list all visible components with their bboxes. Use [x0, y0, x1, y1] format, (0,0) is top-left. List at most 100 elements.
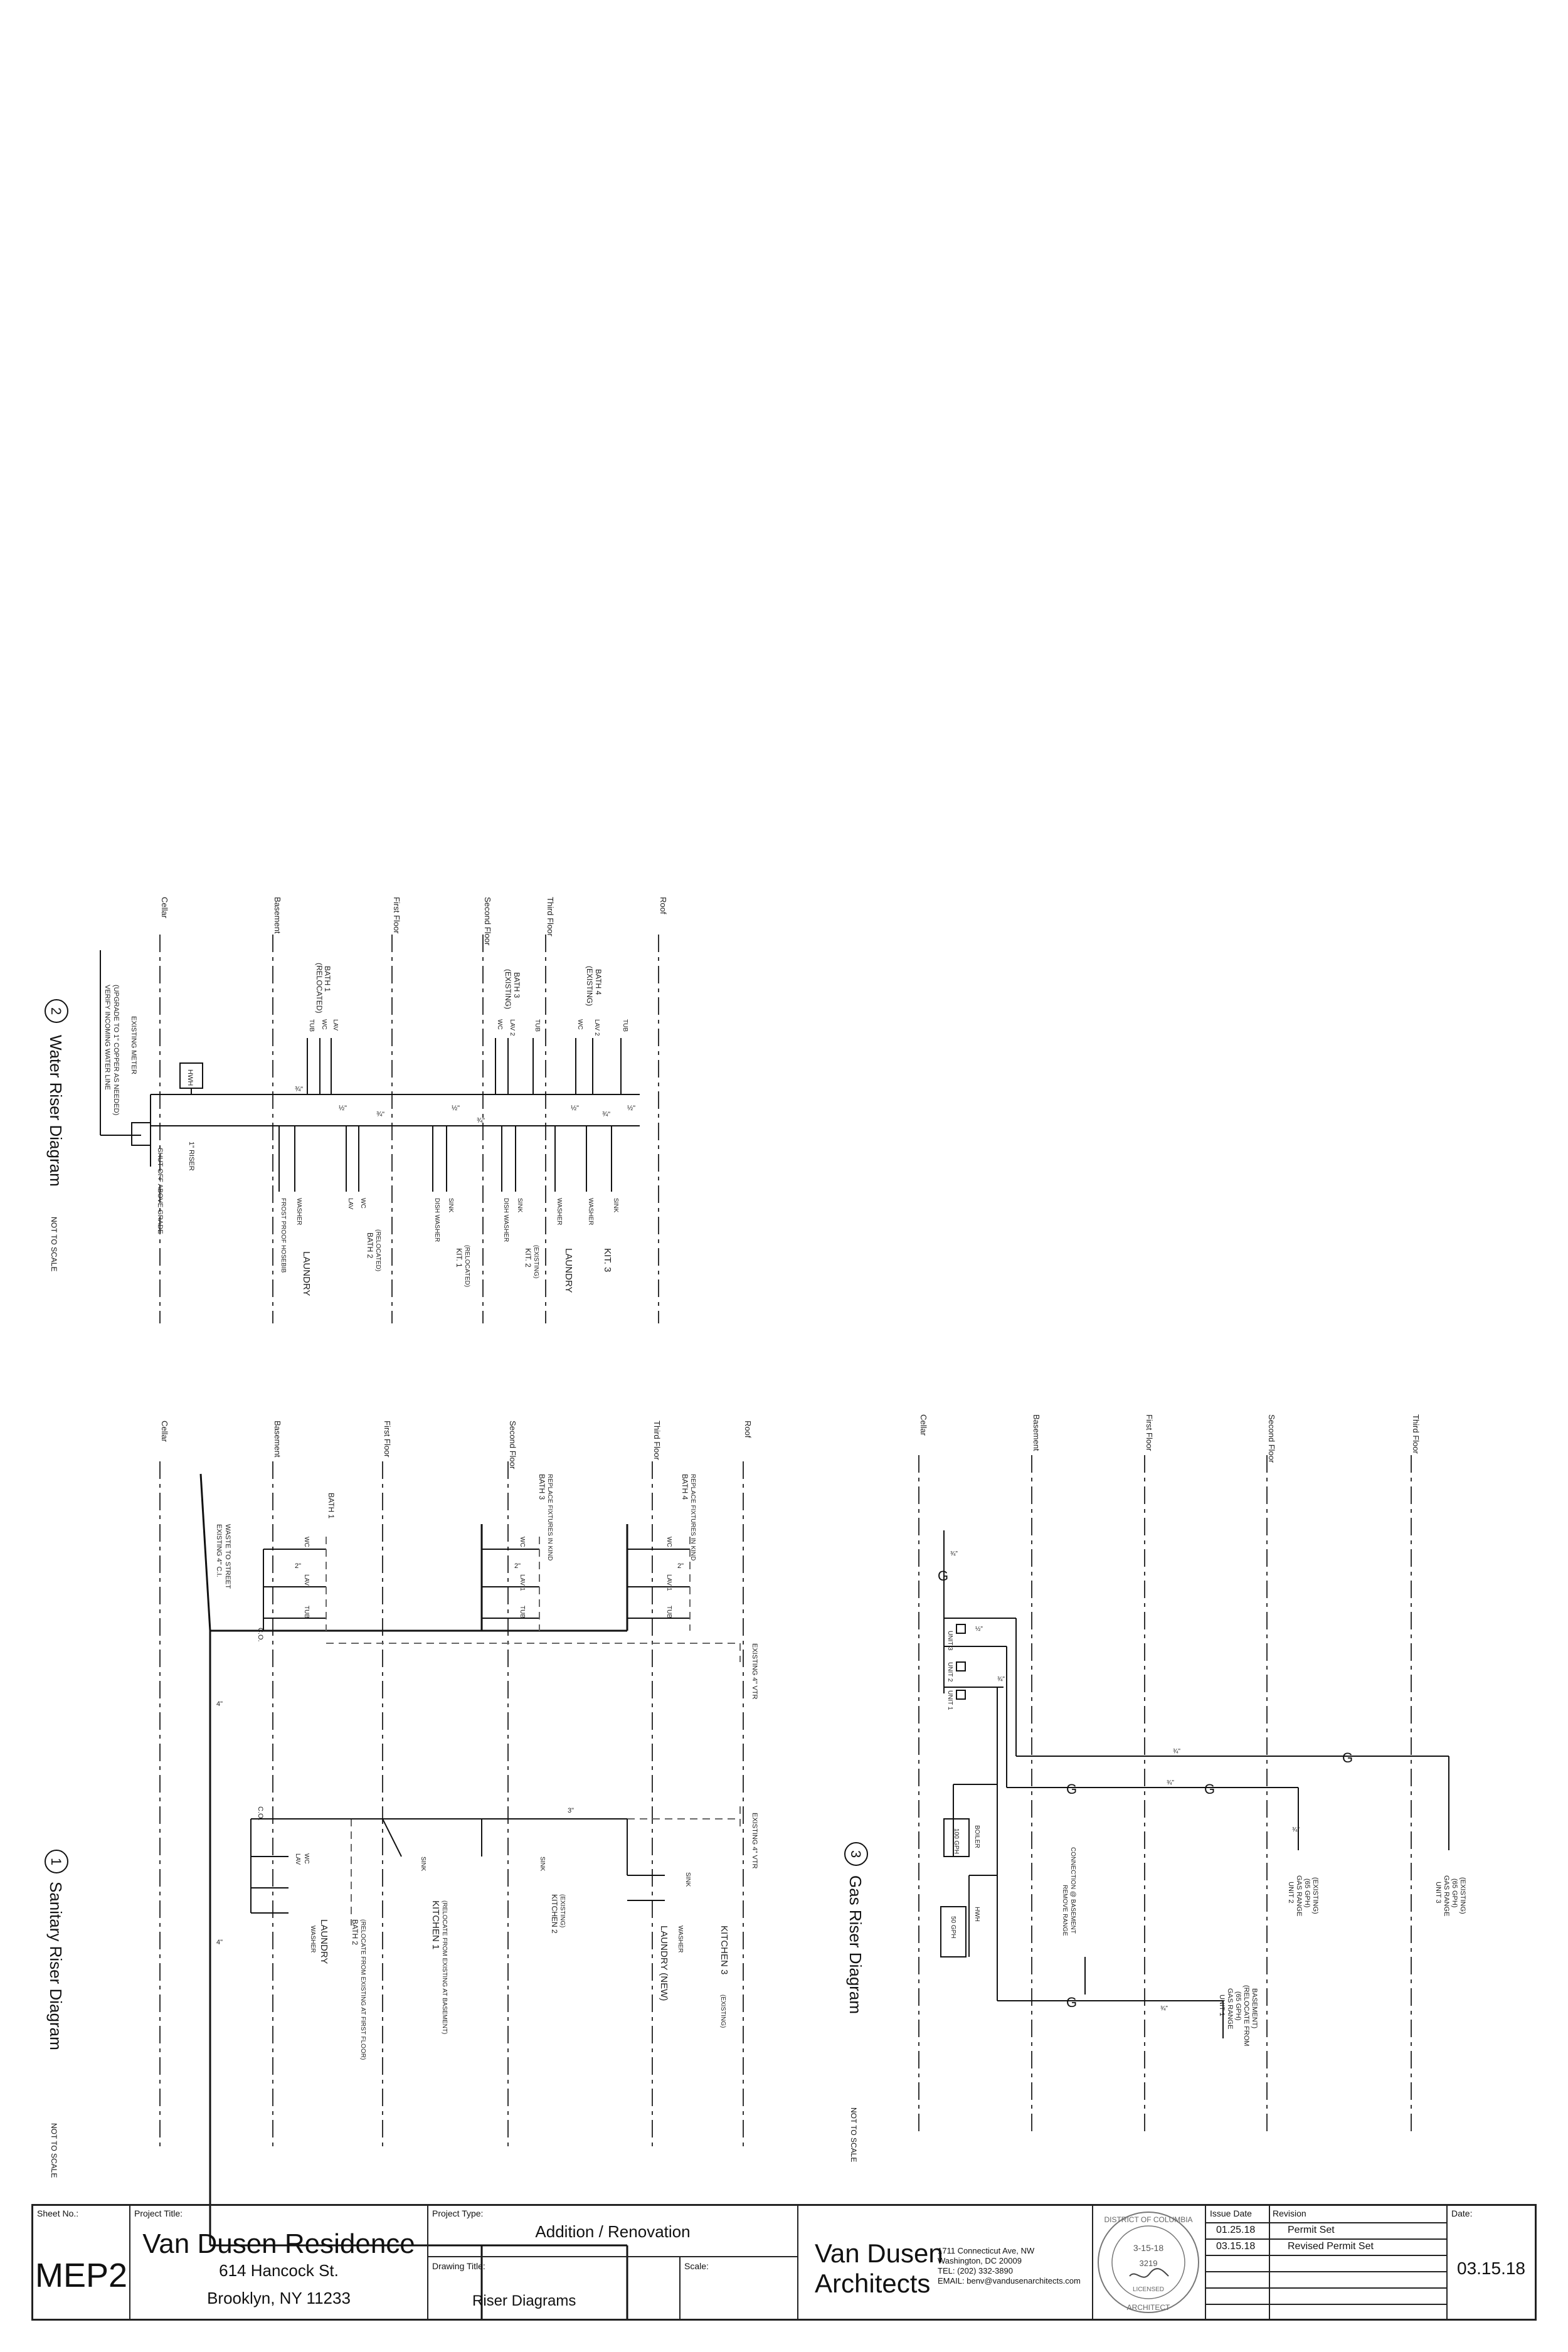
- sanitary-vtr-label: EXISTING 4" VTR: [751, 1813, 758, 1869]
- gas-floor-lines: [918, 1455, 1412, 2132]
- water-fixture: TUB: [308, 1019, 315, 1032]
- gas-meter-label: UNIT 3: [946, 1631, 953, 1651]
- sanitary-floor-label: Second Floor: [508, 1421, 517, 1470]
- water-right-groups: FROST PROOF HOSEBIB WASHER LAUNDRY LAV W…: [280, 1198, 619, 1296]
- sanitary-size-label: 2": [295, 1562, 301, 1570]
- firm-address-line: TEL: (202) 332-3890: [938, 2266, 1013, 2275]
- water-fixture: LAV: [332, 1019, 339, 1030]
- revision-name: Revised Permit Set: [1288, 2241, 1374, 2252]
- water-fixture: SINK: [447, 1198, 454, 1213]
- water-size-labels: ¾" ½" ¾" ½" ¾" ½" ¾" ½": [295, 1086, 635, 1125]
- gas-size-label: ½": [975, 1626, 983, 1633]
- water-group-name: BATH 4: [594, 969, 603, 995]
- sanitary-group-name: BATH 2: [351, 1919, 359, 1945]
- gas-connection-note: CONNECTION @ BASEMENT: [1069, 1847, 1076, 1934]
- sanitary-waste-note: WASTE TO STREET: [224, 1524, 231, 1589]
- sanitary-group-note: (EXISTING): [719, 1994, 726, 2028]
- water-fixture: LAV 2: [509, 1019, 516, 1036]
- sanitary-fixture: WC: [303, 1853, 310, 1864]
- gas-piping: [940, 1530, 1449, 2038]
- sanitary-fixture: LAV: [303, 1574, 310, 1586]
- water-group-name: BATH 2: [366, 1232, 374, 1258]
- sanitary-group-name: BATH 3: [538, 1474, 546, 1500]
- firm-address: 1711 Connecticut Ave, NW Washington, DC …: [938, 2246, 1081, 2286]
- project-title-label: Project Title:: [134, 2208, 183, 2218]
- firm-cell: Van Dusen Architects 1711 Connecticut Av…: [798, 2206, 1093, 2319]
- gas-floor-label: Cellar: [919, 1414, 928, 1436]
- water-hwh-label: HWH: [186, 1069, 194, 1086]
- water-fixture: DISH WASHER: [502, 1198, 509, 1242]
- water-group-name: KIT. 3: [602, 1248, 613, 1272]
- water-size-label: ¾": [376, 1111, 384, 1118]
- water-fixture: WC: [359, 1198, 366, 1209]
- divider: [1206, 2287, 1446, 2289]
- water-group-name: LAUNDRY: [563, 1248, 574, 1293]
- sanitary-scale-note: NOT TO SCALE: [50, 2123, 58, 2178]
- gas-size-labels: ¾" ½" ¾" ¾" ¾" ¾" ¾": [950, 1550, 1300, 2012]
- water-group-note: (EXISTING): [504, 969, 512, 1009]
- water-fixture: DISH WASHER: [433, 1198, 440, 1242]
- gas-range-labels: UNIT 3 GAS RANGE (65 GPH) (EXISTING) UNI…: [1218, 1875, 1466, 2047]
- water-riser-diagram: Cellar Basement First Floor Second Floor…: [45, 897, 668, 1323]
- gas-size-label: ¾": [1173, 1748, 1180, 1755]
- sanitary-size-label: 2": [514, 1562, 521, 1570]
- gas-range-line: (65 GPH): [1303, 1878, 1311, 1907]
- gas-size-label: ¾": [1167, 1779, 1174, 1786]
- sanitary-fixture: SINK: [420, 1857, 426, 1872]
- gas-g-marker: G: [1204, 1781, 1215, 1797]
- sanitary-title-block: 1 Sanitary Riser Diagram NOT TO SCALE: [45, 1850, 68, 2178]
- gas-range-line: (65 GPH): [1451, 1878, 1458, 1907]
- sanitary-group-name: BATH 4: [681, 1474, 689, 1500]
- water-floor-label: Roof: [659, 897, 668, 914]
- sanitary-waste-piping: [199, 1473, 628, 2321]
- sanitary-group-note: (RELOCATE FROM EXISTING AT FIRST FLOOR): [359, 1919, 366, 2060]
- date-cell: Date: 03.15.18: [1448, 2206, 1535, 2319]
- sanitary-vtr-label: EXISTING 4" VTR: [751, 1643, 758, 1700]
- gas-range-line: GAS RANGE: [1226, 1988, 1234, 2029]
- water-size-label: ¾": [477, 1117, 485, 1125]
- drawing-title: Riser Diagrams: [472, 2292, 576, 2309]
- water-main-piping: [100, 950, 640, 1192]
- sanitary-group-name: KITCHEN 2: [550, 1894, 559, 1934]
- gas-diagram-title: Gas Riser Diagram: [846, 1875, 865, 2014]
- gas-g-marker: G: [938, 1568, 948, 1584]
- gas-range-line: (65 GPH): [1234, 1991, 1242, 2020]
- water-floor-label: Cellar: [160, 897, 169, 919]
- water-group-name: LAUNDRY: [301, 1251, 312, 1296]
- revision-name: Permit Set: [1288, 2225, 1335, 2235]
- sanitary-diagram-number-circle: [45, 1850, 68, 1873]
- sanitary-fixture: LAV 1: [665, 1574, 672, 1591]
- sanitary-fixture: LAV 1: [519, 1574, 526, 1591]
- water-diagram-number: 2: [48, 1007, 64, 1015]
- sanitary-right-groups: LAV WC BATH 2 (RELOCATE FROM EXISTING AT…: [294, 1853, 729, 2060]
- water-scale-note: NOT TO SCALE: [50, 1217, 58, 1271]
- gas-meter-labels: UNIT 3 UNIT 2 UNIT 1: [946, 1631, 953, 1710]
- sanitary-fixture: SINK: [539, 1857, 546, 1872]
- sanitary-fixture: WASHER: [677, 1926, 684, 1953]
- project-type-label: Project Type:: [432, 2208, 484, 2218]
- project-title: Van Dusen Residence: [142, 2228, 415, 2259]
- firm-address-line: Washington, DC 20009: [938, 2256, 1022, 2265]
- gas-boiler-rating: 100 GPH: [953, 1828, 960, 1854]
- sanitary-co-label: C.O.: [257, 1806, 264, 1821]
- water-floor-label: Basement: [273, 897, 282, 934]
- gas-title-block: 3 Gas Riser Diagram NOT TO SCALE: [844, 1842, 868, 2162]
- gas-range-line: GAS RANGE: [1295, 1875, 1303, 1916]
- architect-seal-icon: DISTRICT OF COLUMBIA LICENSED 3-15-18 32…: [1098, 2212, 1199, 2313]
- sanitary-size-label: 4": [216, 1700, 223, 1708]
- sanitary-fixture: TUB: [303, 1606, 310, 1618]
- sanitary-right-piping: [250, 1818, 665, 1914]
- sanitary-diagram-title: Sanitary Riser Diagram: [46, 1882, 65, 2050]
- sanitary-group-note: REPLACE FIXTURES IN KIND: [689, 1474, 696, 1560]
- sanitary-fixture: WASHER: [309, 1926, 316, 1953]
- water-group-note: (RELOCATED): [374, 1229, 381, 1271]
- water-group-name: KIT. 1: [455, 1248, 464, 1268]
- water-fixture: SINK: [516, 1198, 523, 1213]
- sanitary-group-note: (EXISTING): [559, 1894, 566, 1927]
- water-left-groups: BATH 1 (RELOCATED) TUB WC LAV BATH 3 (EX…: [308, 963, 628, 1036]
- sanitary-fixture: WC: [665, 1537, 672, 1547]
- seal-cell: DISTRICT OF COLUMBIA LICENSED 3-15-18 32…: [1093, 2206, 1206, 2319]
- sanitary-group-name: KITCHEN 1: [430, 1900, 441, 1949]
- firm-name: Van Dusen Architects: [815, 2238, 943, 2299]
- divider: [1206, 2304, 1446, 2305]
